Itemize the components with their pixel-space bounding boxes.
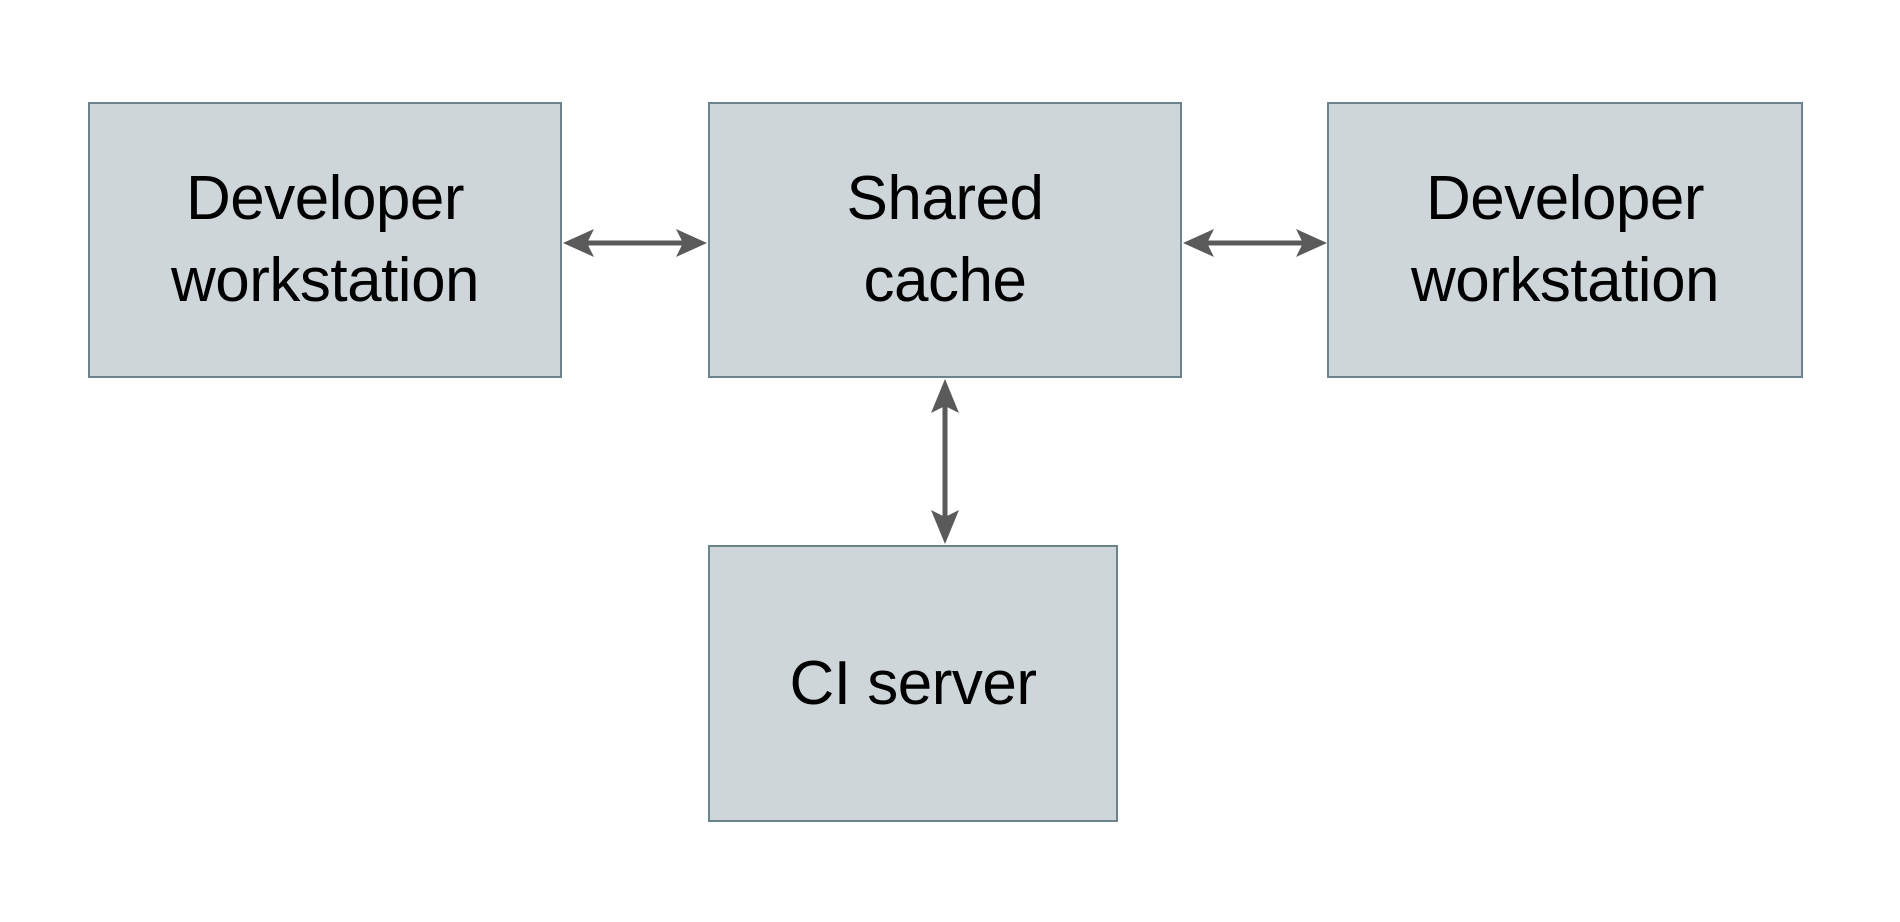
- arrowhead-left-icon: [563, 229, 594, 257]
- node-label: Developer workstation: [170, 164, 480, 315]
- node-label: Developer workstation: [1410, 164, 1720, 315]
- arrowhead-right-icon: [676, 229, 707, 257]
- arrowhead-up-icon: [931, 379, 959, 413]
- connector-shared-cache-to-developer-right: [1183, 229, 1327, 257]
- arrowhead-right-icon: [1296, 229, 1327, 257]
- node-label: Shared cache: [846, 164, 1044, 315]
- node-developer-workstation-left[interactable]: Developer workstation: [88, 102, 562, 378]
- connector-shared-cache-to-ci-server: [931, 379, 959, 544]
- arrowhead-left-icon: [1183, 229, 1214, 257]
- arrowhead-down-icon: [931, 510, 959, 544]
- node-label: CI server: [789, 648, 1037, 718]
- node-ci-server[interactable]: CI server: [708, 545, 1118, 822]
- connector-developer-left-to-shared-cache: [563, 229, 707, 257]
- node-shared-cache[interactable]: Shared cache: [708, 102, 1182, 378]
- node-developer-workstation-right[interactable]: Developer workstation: [1327, 102, 1803, 378]
